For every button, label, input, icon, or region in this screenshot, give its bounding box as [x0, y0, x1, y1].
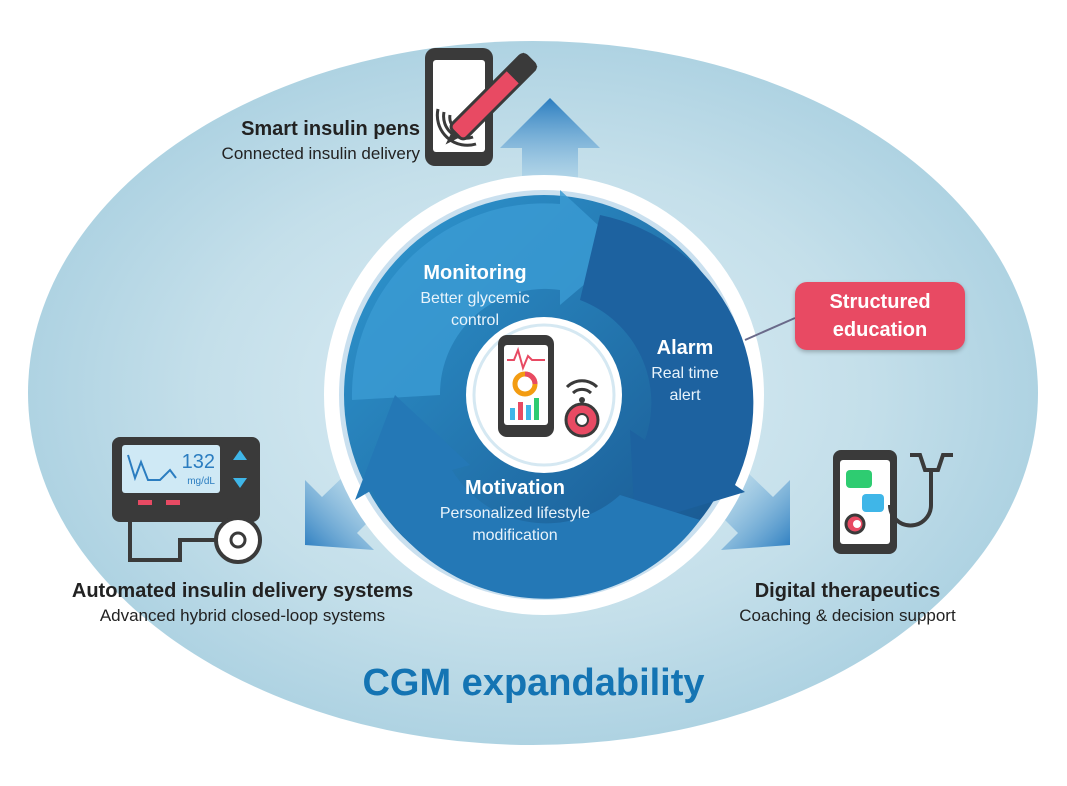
digital-therapeutics-subtitle: Coaching & decision support	[739, 606, 956, 625]
digital-therapeutics-label: Digital therapeutics Coaching & decision…	[715, 580, 980, 626]
alarm-subtitle: Real time alert	[651, 365, 719, 404]
svg-text:132: 132	[182, 451, 215, 473]
monitoring-subtitle: Better glycemic control	[420, 290, 530, 329]
diagram-title: CGM expandability	[362, 662, 705, 704]
aid-systems-subtitle: Advanced hybrid closed-loop systems	[99, 606, 386, 625]
education-connector	[744, 317, 796, 341]
motivation-title: Motivation	[465, 477, 565, 499]
motivation-segment	[355, 395, 700, 599]
cgm-phone-sensor-icon	[498, 335, 600, 438]
structured-education-badge: Structured education	[795, 282, 965, 350]
motivation-subtitle: Personalized lifestyle modification	[439, 505, 591, 544]
insulin-pens-subtitle: Connected insulin delivery	[221, 144, 420, 163]
alarm-segment	[580, 215, 754, 525]
aid-systems-label: Automated insulin delivery systems Advan…	[40, 580, 445, 626]
telemedicine-phone-icon	[833, 450, 953, 554]
insulin-pump-icon: 132 mg/dL	[112, 437, 262, 564]
aid-systems-title: Automated insulin delivery systems	[71, 580, 414, 602]
svg-text:mg/dL: mg/dL	[187, 476, 215, 487]
insulin-pens-title: Smart insulin pens	[241, 118, 420, 140]
monitoring-title: Monitoring	[423, 262, 527, 284]
monitoring-arrow	[351, 190, 625, 400]
motivation-label: Motivation Personalized lifestyle modifi…	[415, 477, 615, 547]
alarm-label: Alarm Real time alert	[630, 337, 740, 407]
smartphone-pen-icon	[425, 48, 538, 166]
alarm-title: Alarm	[656, 337, 714, 359]
monitoring-label: Monitoring Better glycemic control	[385, 262, 565, 332]
insulin-pens-label: Smart insulin pens Connected insulin del…	[180, 118, 420, 164]
digital-therapeutics-title: Digital therapeutics	[754, 580, 941, 602]
